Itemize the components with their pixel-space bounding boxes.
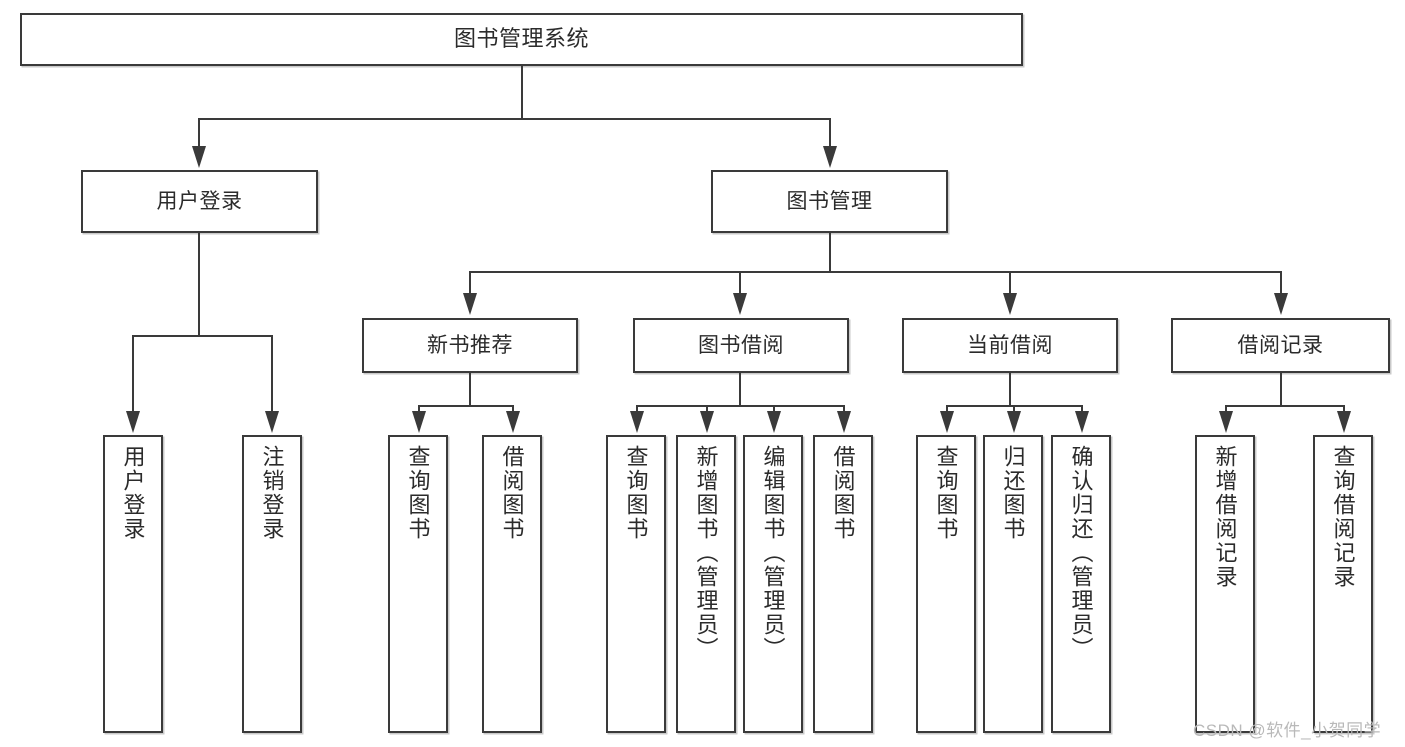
arrow-to-leaf-return-book bbox=[1007, 411, 1021, 433]
connector-current-stem bbox=[1009, 373, 1011, 405]
node-label: 借阅图书 bbox=[499, 445, 525, 541]
connector-borrow-bus bbox=[636, 405, 843, 407]
arrow-to-leaf-query-book-2 bbox=[630, 411, 644, 433]
arrow-to-leaf-logout bbox=[265, 411, 279, 433]
node-label: 借阅图书 bbox=[830, 445, 856, 541]
leaf-query-book-current[interactable]: 查询图书 bbox=[916, 435, 976, 733]
arrow-to-user-login bbox=[192, 146, 206, 168]
node-label: 注销登录 bbox=[259, 445, 285, 541]
connector-level3-drop-2 bbox=[739, 271, 741, 295]
arrow-to-leaf-add-book bbox=[700, 411, 714, 433]
arrow-to-leaf-confirm-return bbox=[1075, 411, 1089, 433]
connector-user-login-leaf2-drop bbox=[271, 335, 273, 413]
connector-current-drop-2 bbox=[1013, 405, 1015, 413]
arrow-to-leaf-borrow-book-1 bbox=[506, 411, 520, 433]
arrow-to-leaf-add-record bbox=[1219, 411, 1233, 433]
connector-current-drop-3 bbox=[1081, 405, 1083, 413]
node-current-borrow[interactable]: 当前借阅 bbox=[902, 318, 1118, 373]
node-label: 借阅记录 bbox=[1237, 333, 1324, 357]
connector-record-drop-2 bbox=[1343, 405, 1345, 413]
node-label: 新增借阅记录 bbox=[1212, 445, 1238, 589]
connector-borrow-drop-4 bbox=[843, 405, 845, 413]
connector-user-login-stem bbox=[198, 233, 200, 335]
connector-level3-drop-3 bbox=[1009, 271, 1011, 295]
connector-level3-drop-1 bbox=[469, 271, 471, 295]
node-book-borrow[interactable]: 图书借阅 bbox=[633, 318, 849, 373]
node-label: 查询图书 bbox=[623, 445, 649, 541]
connector-record-stem bbox=[1280, 373, 1282, 405]
connector-record-drop-1 bbox=[1225, 405, 1227, 413]
arrow-to-leaf-query-book-1 bbox=[412, 411, 426, 433]
node-label: 图书管理 bbox=[786, 189, 873, 213]
connector-level2-bus bbox=[198, 118, 830, 120]
node-root-system[interactable]: 图书管理系统 bbox=[20, 13, 1023, 66]
connector-record-bus bbox=[1225, 405, 1343, 407]
arrow-to-leaf-user-login bbox=[126, 411, 140, 433]
leaf-borrow-book-borrow[interactable]: 借阅图书 bbox=[813, 435, 873, 733]
node-label: 新书推荐 bbox=[427, 333, 513, 357]
connector-user-login-leaf1-drop bbox=[132, 335, 134, 413]
node-label: 用户登录 bbox=[156, 189, 243, 213]
connector-borrow-drop-1 bbox=[636, 405, 638, 413]
leaf-add-borrow-record[interactable]: 新增借阅记录 bbox=[1195, 435, 1255, 733]
node-label: 图书管理系统 bbox=[453, 26, 589, 52]
connector-user-login-bus bbox=[132, 335, 272, 337]
node-label: 新增图书（管理员） bbox=[693, 445, 719, 661]
arrow-to-leaf-edit-book bbox=[767, 411, 781, 433]
node-label: 图书借阅 bbox=[698, 333, 784, 357]
connector-level3-bus bbox=[469, 271, 1280, 273]
node-borrow-record[interactable]: 借阅记录 bbox=[1171, 318, 1390, 373]
leaf-user-login[interactable]: 用户登录 bbox=[103, 435, 163, 733]
connector-root-stem-main bbox=[521, 66, 523, 118]
arrow-to-new-book-recommend bbox=[463, 293, 477, 315]
node-label: 查询图书 bbox=[405, 445, 431, 541]
node-label: 当前借阅 bbox=[967, 333, 1053, 357]
connector-current-drop-1 bbox=[946, 405, 948, 413]
arrow-to-leaf-query-book-3 bbox=[940, 411, 954, 433]
node-label: 编辑图书（管理员） bbox=[760, 445, 786, 661]
arrow-to-current-borrow bbox=[1003, 293, 1017, 315]
node-label: 归还图书 bbox=[1000, 445, 1026, 541]
arrow-to-book-manage bbox=[823, 146, 837, 168]
node-label: 查询借阅记录 bbox=[1330, 445, 1356, 589]
connector-level2-right-drop bbox=[829, 118, 831, 148]
leaf-query-book-borrow[interactable]: 查询图书 bbox=[606, 435, 666, 733]
connector-recommend-drop-2 bbox=[512, 405, 514, 413]
connector-book-manage-stem bbox=[829, 233, 831, 271]
arrow-to-leaf-query-record bbox=[1337, 411, 1351, 433]
node-label: 用户登录 bbox=[120, 445, 146, 541]
leaf-query-book-recommend[interactable]: 查询图书 bbox=[388, 435, 448, 733]
leaf-add-book-admin[interactable]: 新增图书（管理员） bbox=[676, 435, 736, 733]
connector-borrow-drop-3 bbox=[773, 405, 775, 413]
node-label: 确认归还（管理员） bbox=[1068, 445, 1094, 661]
connector-recommend-bus bbox=[418, 405, 513, 407]
arrow-to-borrow-record bbox=[1274, 293, 1288, 315]
arrow-to-book-borrow bbox=[733, 293, 747, 315]
node-book-manage[interactable]: 图书管理 bbox=[711, 170, 948, 233]
leaf-logout[interactable]: 注销登录 bbox=[242, 435, 302, 733]
node-user-login[interactable]: 用户登录 bbox=[81, 170, 318, 233]
leaf-edit-book-admin[interactable]: 编辑图书（管理员） bbox=[743, 435, 803, 733]
node-new-book-recommend[interactable]: 新书推荐 bbox=[362, 318, 578, 373]
leaf-confirm-return-admin[interactable]: 确认归还（管理员） bbox=[1051, 435, 1111, 733]
connector-borrow-drop-2 bbox=[706, 405, 708, 413]
leaf-return-book[interactable]: 归还图书 bbox=[983, 435, 1043, 733]
node-label: 查询图书 bbox=[933, 445, 959, 541]
connector-level2-left-drop bbox=[198, 118, 200, 148]
connector-borrow-stem bbox=[739, 373, 741, 405]
connector-level3-drop-4 bbox=[1280, 271, 1282, 295]
leaf-borrow-book-recommend[interactable]: 借阅图书 bbox=[482, 435, 542, 733]
connector-recommend-drop-1 bbox=[418, 405, 420, 413]
arrow-to-leaf-borrow-book-2 bbox=[837, 411, 851, 433]
leaf-query-borrow-record[interactable]: 查询借阅记录 bbox=[1313, 435, 1373, 733]
connector-recommend-stem bbox=[469, 373, 471, 405]
